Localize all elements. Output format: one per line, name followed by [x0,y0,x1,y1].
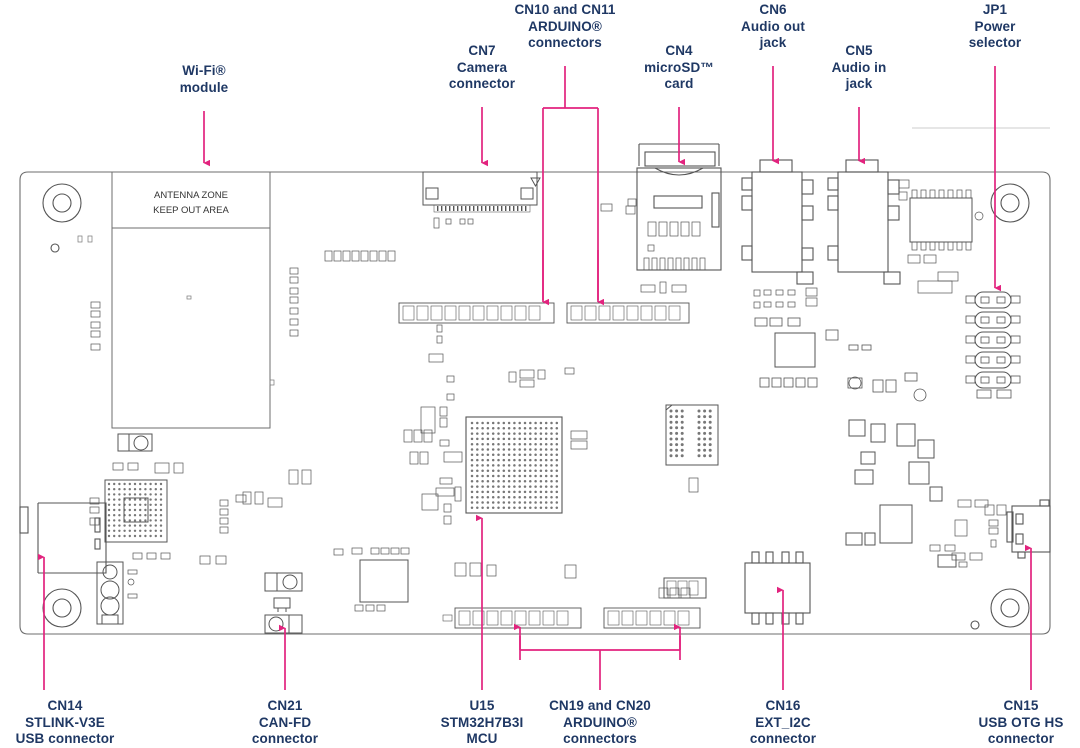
callout-cn15-usb-otg-hs-connector: CN15 USB OTG HS connector [962,698,1080,748]
callout-cn5-audio-in-jack: CN5 Audio in jack [805,43,913,93]
callout-cn21-line-3: connector [251,731,319,746]
callout-cn6-line-1: CN6 [759,2,787,17]
callout-u15-line-3: MCU [466,731,498,746]
callout-cn6-line-2: Audio out [741,18,805,34]
callout-cn10-cn11-line-2: ARDUINO® [528,18,602,34]
callout-u15-line-1: U15 [469,698,495,713]
callout-jp1-line-2: Power [974,18,1016,34]
callout-cn21-line-1: CN21 [267,698,303,713]
callout-cn19-cn20-line-2: ARDUINO® [563,714,637,730]
callout-cn14-line-3: USB connector [15,731,115,746]
callout-cn4-line-1: CN4 [665,43,693,58]
callout-cn7-camera-connector: CN7 Camera connector [422,43,542,93]
callout-cn7-line-2: Camera [456,59,508,75]
callout-jp1-line-3: selector [968,35,1022,50]
callout-cn14-line-1: CN14 [47,698,83,713]
callout-cn5-line-3: jack [845,76,873,91]
callout-cn16-line-3: connector [749,731,817,746]
callout-wifi-module: Wi-Fi® module [150,63,258,96]
callout-cn21-can-fd-connector: CN21 CAN-FD connector [228,698,342,748]
callout-cn4-microsd-card: CN4 microSD™ card [625,43,733,93]
callout-cn6-line-3: jack [759,35,787,50]
callout-cn19-cn20-line-1: CN19 and CN20 [549,698,651,713]
svg-text:ANTENNA ZONE: ANTENNA ZONE [154,190,228,201]
callout-cn4-line-3: card [664,76,694,91]
callout-u15-stm32h7b3i-mcu: U15 STM32H7B3I MCU [424,698,540,748]
callout-cn7-line-1: CN7 [468,43,496,58]
callout-cn16-line-2: EXT_I2C [755,714,811,730]
callout-cn15-line-1: CN15 [1003,698,1039,713]
callout-wifi-module-line-2: module [179,79,229,95]
callout-cn6-audio-out-jack: CN6 Audio out jack [719,2,827,52]
callout-cn10-cn11-line-3: connectors [528,35,602,50]
callout-jp1-power-selector: JP1 Power selector [941,2,1049,52]
callout-cn4-line-2: microSD™ [644,59,714,75]
callout-cn7-line-3: connector [448,76,516,91]
callout-cn19-cn20-arduino-connectors: CN19 and CN20 ARDUINO® connectors [528,698,672,748]
callout-cn16-ext-i2c-connector: CN16 EXT_I2C connector [726,698,840,748]
callout-cn5-line-1: CN5 [845,43,873,58]
callout-cn16-line-1: CN16 [765,698,801,713]
callout-cn5-line-2: Audio in [831,59,887,75]
callout-cn14-line-2: STLINK-V3E [25,714,105,730]
callout-cn15-line-3: connector [987,731,1055,746]
callout-wifi-module-line-1: Wi-Fi® [182,63,226,78]
svg-text:KEEP OUT AREA: KEEP OUT AREA [153,205,229,216]
callout-cn14-stlink-v3e-usb-connector: CN14 STLINK-V3E USB connector [0,698,130,748]
callout-cn10-cn11-arduino-connectors: CN10 and CN11 ARDUINO® connectors [490,2,640,52]
callout-cn15-line-2: USB OTG HS [978,714,1064,730]
callout-cn10-cn11-line-1: CN10 and CN11 [514,2,616,17]
callout-u15-line-2: STM32H7B3I [440,714,524,730]
callout-cn21-line-2: CAN-FD [258,714,312,730]
callout-cn19-cn20-line-3: connectors [563,731,637,746]
callout-jp1-line-1: JP1 [982,2,1008,17]
